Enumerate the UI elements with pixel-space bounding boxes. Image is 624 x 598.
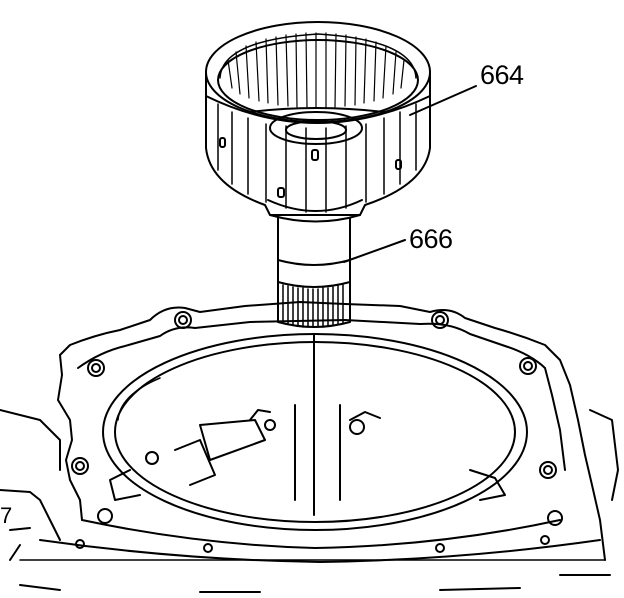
callout-664: 664	[480, 60, 524, 90]
shaft-splines	[282, 284, 344, 328]
bolt-hole	[178, 315, 188, 325]
bolt-hole	[543, 465, 553, 475]
drum-lugs	[217, 103, 417, 213]
shaft-666	[277, 217, 351, 328]
bolt-hole	[75, 461, 85, 471]
bolt-hole	[97, 508, 113, 524]
bolt-hole	[431, 311, 449, 329]
callout-666: 666	[409, 224, 453, 254]
bolt-hole	[435, 315, 445, 325]
bolt-hole	[523, 361, 533, 371]
leader-666	[343, 239, 406, 263]
leader-664	[409, 85, 477, 116]
bolt-hole	[71, 457, 89, 475]
bolt-hole	[87, 359, 105, 377]
bolt-hole	[174, 311, 192, 329]
bolt-hole	[547, 510, 563, 526]
ring-gear-teeth	[227, 32, 405, 108]
case-bore-outer	[102, 333, 528, 531]
bolt-hole	[519, 357, 537, 375]
bolt-hole	[91, 363, 101, 373]
drum-664	[205, 21, 431, 223]
case-housing	[0, 301, 619, 593]
callout-edge-fragment: 7	[0, 503, 12, 528]
bolt-hole	[539, 461, 557, 479]
